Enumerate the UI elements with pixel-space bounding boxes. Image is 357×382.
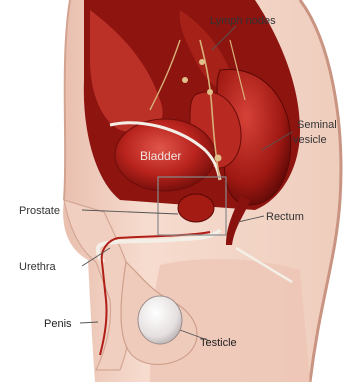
lymph-node-2 — [207, 89, 213, 95]
label-seminal-vesicle-1: Seminal — [297, 119, 337, 131]
testicle-shape — [138, 296, 182, 344]
label-lymph-nodes: Lymph nodes — [210, 15, 276, 27]
label-rectum: Rectum — [266, 211, 304, 223]
prostate-shape — [178, 194, 214, 222]
lymph-node-4 — [215, 155, 222, 162]
label-urethra: Urethra — [19, 261, 57, 273]
label-prostate: Prostate — [19, 205, 60, 217]
lymph-node-3 — [182, 77, 188, 83]
label-penis: Penis — [44, 318, 72, 330]
label-testicle: Testicle — [200, 337, 237, 349]
lymph-node-1 — [199, 59, 205, 65]
label-bladder: Bladder — [140, 149, 181, 163]
label-seminal-vesicle-2: vesicle — [293, 134, 327, 146]
